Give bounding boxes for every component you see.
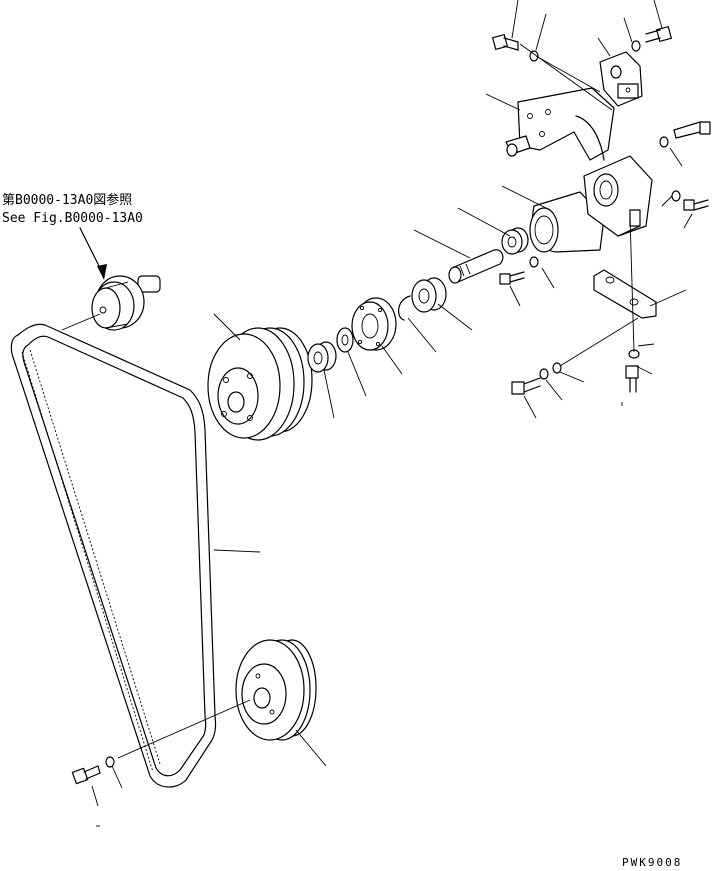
leader-lines xyxy=(91,0,693,827)
bolt-right-mid xyxy=(683,199,709,211)
v-belt xyxy=(10,323,217,788)
shaft-bearing xyxy=(501,227,529,255)
washer-top-right xyxy=(631,40,641,52)
crank-pulley xyxy=(235,639,317,741)
reference-note-jp: 第B0000-13A0図参照 xyxy=(2,192,132,208)
crank-bolt xyxy=(71,765,101,785)
bolt-lower-center xyxy=(511,377,541,395)
washer-lower-center-b xyxy=(552,362,562,374)
reference-arrow xyxy=(79,227,107,280)
washer-lower-center-a xyxy=(539,368,549,380)
bolt-lower-right xyxy=(625,365,639,393)
drawing-code: PWK9008 xyxy=(622,856,682,869)
assembly-lines xyxy=(61,43,639,759)
washer-right-upper xyxy=(659,136,669,148)
snap-ring xyxy=(398,295,411,321)
adjusting-plate xyxy=(593,269,657,319)
bearing xyxy=(411,277,447,313)
crank-washer xyxy=(105,756,115,768)
thrust-washer xyxy=(336,327,354,353)
bolt-top-right xyxy=(645,26,672,43)
tensioner-arm xyxy=(529,191,605,253)
clamp-plate xyxy=(599,51,643,107)
washer-right-mid xyxy=(671,190,681,202)
spacer-collar xyxy=(307,341,337,373)
tensioner-housing xyxy=(583,155,653,237)
washer-center xyxy=(529,256,539,268)
mounting-bracket xyxy=(505,87,615,161)
reference-note-en: See Fig.B0000-13A0 xyxy=(2,211,143,226)
reference-pulley xyxy=(91,275,161,331)
idler-shaft xyxy=(448,249,504,284)
bolt-right-upper xyxy=(673,121,711,139)
bolt-top-left xyxy=(492,34,519,51)
bearing-flange xyxy=(351,297,397,351)
fan-pulley xyxy=(207,327,313,441)
washer-top-left xyxy=(529,50,539,62)
bolt-center xyxy=(499,271,525,285)
